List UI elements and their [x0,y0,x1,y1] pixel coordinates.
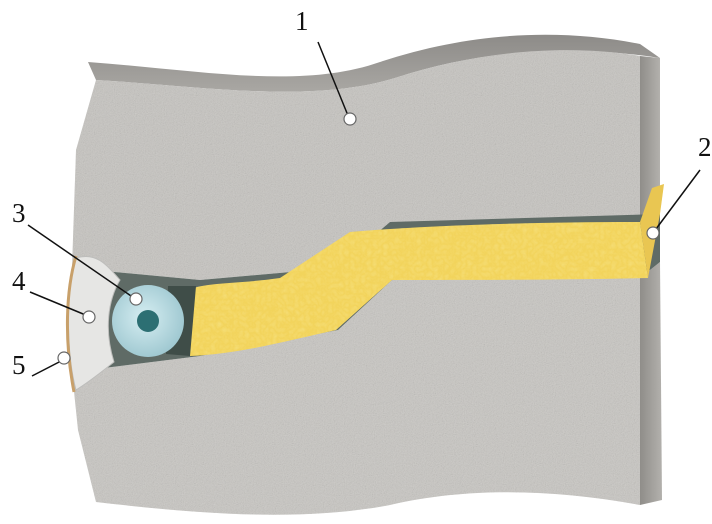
callout-label-1: 1 [295,8,309,35]
leader-line-5 [32,360,63,376]
callout-label-2: 2 [698,134,712,161]
callout-label-5: 5 [12,352,26,379]
marker-dot-5 [58,352,70,364]
lower-block-side [640,262,662,505]
marker-dot-2 [647,227,659,239]
callout-label-3: 3 [12,200,26,227]
marker-dot-4 [83,311,95,323]
sealing-rod-core [137,310,159,332]
marker-dot-1 [344,113,356,125]
callout-label-4: 4 [12,268,26,295]
marker-dot-3 [130,293,142,305]
